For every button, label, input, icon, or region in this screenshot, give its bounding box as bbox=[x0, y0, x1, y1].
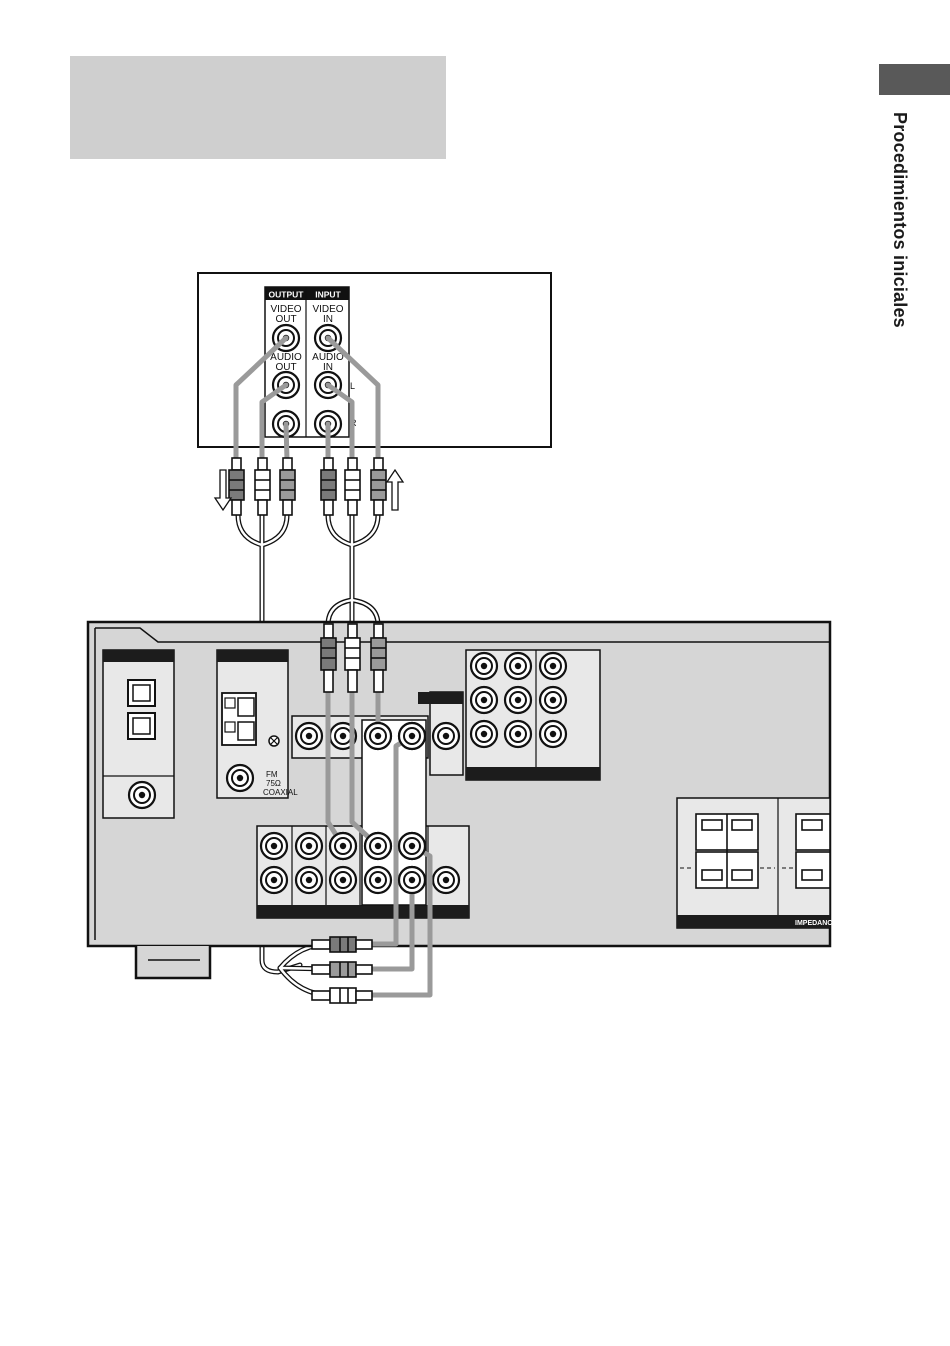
vcr-input-header: INPUT bbox=[315, 290, 341, 300]
cable-audio-out-r bbox=[286, 424, 287, 460]
speaker-terminals: IMPEDANC bbox=[677, 798, 832, 928]
antenna-ohm-label: 75Ω bbox=[266, 779, 281, 788]
video-in-label-2: IN bbox=[323, 314, 333, 325]
impedance-label: IMPEDANC bbox=[795, 920, 832, 927]
antenna-section: FM 75Ω COAXIAL bbox=[217, 650, 298, 798]
video-out-label-2: OUT bbox=[275, 314, 296, 325]
antenna-fm-label: FM bbox=[266, 770, 278, 779]
receiver-rear-panel: FM 75Ω COAXIAL bbox=[88, 622, 832, 978]
vcr-output-header: OUTPUT bbox=[269, 290, 305, 300]
vcr-panel-frame bbox=[198, 273, 551, 447]
receiver-side-plugs-top bbox=[321, 624, 386, 692]
antenna-coaxial-label: COAXIAL bbox=[263, 788, 298, 797]
vcr-side-plugs bbox=[229, 458, 386, 515]
receiver-side-plugs-bottom bbox=[312, 937, 372, 1003]
vcr-rear-panel: OUTPUT INPUT VIDEO OUT VIDEO IN AUDIO OU… bbox=[198, 273, 551, 447]
digital-input-section bbox=[103, 650, 174, 818]
left-channel-label: L bbox=[350, 381, 355, 391]
multichannel-jack-block bbox=[466, 650, 600, 780]
signal-in-arrow bbox=[387, 470, 403, 510]
